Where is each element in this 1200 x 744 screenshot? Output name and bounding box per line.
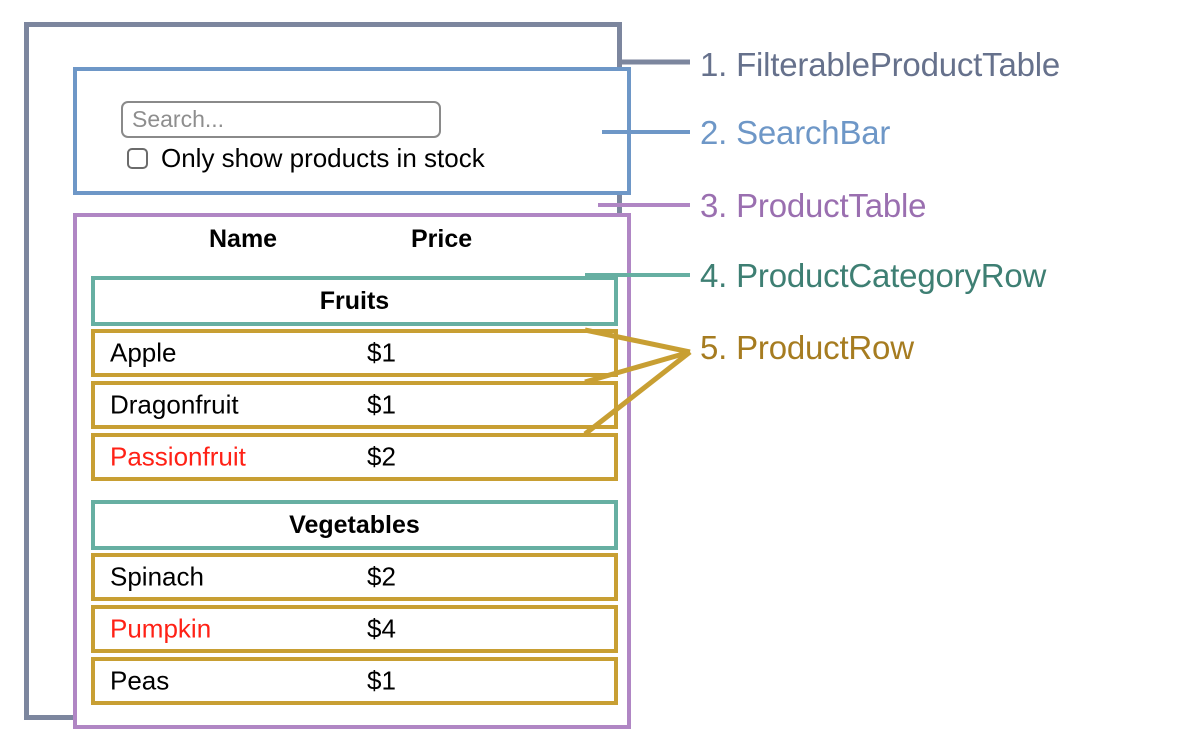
annotation-product-table: 3. ProductTable (700, 187, 927, 225)
product-name: Peas (110, 665, 170, 696)
annotation-label: ProductTable (736, 187, 927, 224)
product-name: Passionfruit (110, 441, 246, 472)
annotation-label: FilterableProductTable (736, 46, 1061, 83)
product-row: Passionfruit $2 (91, 433, 618, 481)
annotation-number: 5. (700, 329, 728, 366)
category-name: Vegetables (289, 510, 420, 539)
annotation-filterable-product-table: 1. FilterableProductTable (700, 46, 1060, 84)
product-price: $2 (367, 441, 396, 472)
product-table-header: Name Price (77, 225, 627, 267)
product-table-container: Name Price Fruits Apple $1 Dragonfruit $… (73, 213, 631, 729)
annotation-number: 3. (700, 187, 728, 224)
product-row: Apple $1 (91, 329, 618, 377)
product-category-row: Vegetables (91, 500, 618, 550)
annotation-number: 1. (700, 46, 728, 83)
product-row: Spinach $2 (91, 553, 618, 601)
product-row: Peas $1 (91, 657, 618, 705)
product-price: $4 (367, 613, 396, 644)
category-name: Fruits (319, 286, 390, 315)
checkbox-icon[interactable] (127, 147, 148, 169)
in-stock-checkbox-label: Only show products in stock (161, 143, 485, 173)
product-price: $1 (367, 665, 396, 696)
product-category-row: Fruits (91, 276, 618, 326)
product-name: Spinach (110, 561, 204, 592)
annotation-label: ProductCategoryRow (736, 257, 1047, 294)
filterable-product-table-container: Only show products in stock Name Price F… (24, 22, 631, 729)
product-row: Dragonfruit $1 (91, 381, 618, 429)
product-table-body: Fruits Apple $1 Dragonfruit $1 Passionfr… (91, 276, 618, 709)
product-name: Dragonfruit (110, 389, 239, 420)
annotation-product-category-row: 4. ProductCategoryRow (700, 257, 1046, 295)
annotation-label: ProductRow (736, 329, 914, 366)
column-header-price: Price (411, 225, 473, 253)
in-stock-filter-row[interactable]: Only show products in stock (127, 145, 485, 171)
annotation-number: 4. (700, 257, 728, 294)
product-row: Pumpkin $4 (91, 605, 618, 653)
annotation-product-row: 5. ProductRow (700, 329, 914, 367)
group-spacer (91, 485, 618, 500)
search-input[interactable] (121, 101, 441, 138)
annotation-number: 2. (700, 114, 728, 151)
column-header-name: Name (209, 225, 278, 253)
annotation-label: SearchBar (736, 114, 891, 151)
product-price: $2 (367, 561, 396, 592)
annotation-search-bar: 2. SearchBar (700, 114, 890, 152)
product-name: Pumpkin (110, 613, 212, 644)
search-bar-container: Only show products in stock (73, 67, 631, 195)
product-price: $1 (367, 337, 396, 368)
product-name: Apple (110, 337, 177, 368)
product-price: $1 (367, 389, 396, 420)
